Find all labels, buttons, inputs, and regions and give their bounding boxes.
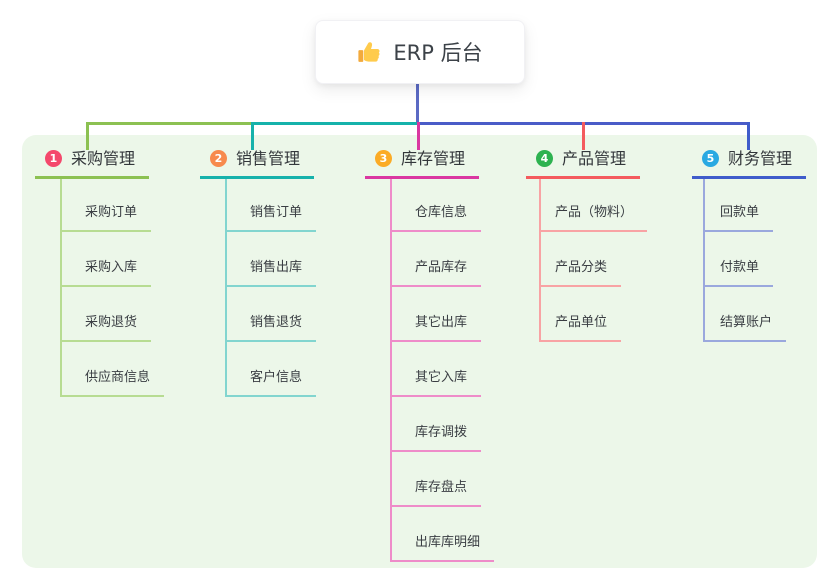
branch-label: 财务管理 xyxy=(728,149,793,168)
leaf-node[interactable]: 产品分类 xyxy=(539,254,622,287)
branch-node-xiaoshou[interactable]: 2 销售管理 xyxy=(200,148,315,179)
drop-line-branch-4 xyxy=(582,122,585,150)
branch-spine-line xyxy=(390,179,392,562)
branch-node-caiwu[interactable]: 5 财务管理 xyxy=(692,148,807,179)
branch-number-badge: 5 xyxy=(702,150,719,167)
branch-number-badge: 4 xyxy=(536,150,553,167)
branch-spine-line xyxy=(225,179,227,397)
leaf-node[interactable]: 产品库存 xyxy=(390,254,482,287)
leaf-node[interactable]: 库存盘点 xyxy=(390,474,482,507)
leaf-node[interactable]: 其它入库 xyxy=(390,364,482,397)
branch-spine-line xyxy=(703,179,705,342)
branch-number-badge: 3 xyxy=(375,150,392,167)
drop-line-branch-1 xyxy=(86,122,89,150)
leaf-node[interactable]: 销售订单 xyxy=(225,199,317,232)
leaf-node[interactable]: 产品（物料） xyxy=(539,199,648,232)
branch-node-chanpin[interactable]: 4 产品管理 xyxy=(526,148,641,179)
leaf-node[interactable]: 回款单 xyxy=(703,199,774,232)
thumbs-up-icon xyxy=(357,40,382,65)
root-stem-line xyxy=(416,81,419,125)
root-node-label: ERP 后台 xyxy=(393,41,483,65)
leaf-node[interactable]: 客户信息 xyxy=(225,364,317,397)
leaf-node[interactable]: 仓库信息 xyxy=(390,199,482,232)
bus-line-left xyxy=(86,122,253,125)
branch-label: 采购管理 xyxy=(71,149,136,168)
branch-number-badge: 1 xyxy=(45,150,62,167)
bus-line-mid xyxy=(253,122,419,125)
leaf-node[interactable]: 采购入库 xyxy=(60,254,152,287)
mindmap-canvas-panel xyxy=(22,135,817,568)
leaf-node[interactable]: 库存调拨 xyxy=(390,419,482,452)
root-node-erp[interactable]: ERP 后台 xyxy=(315,20,525,84)
leaf-node[interactable]: 出库库明细 xyxy=(390,529,495,562)
branch-node-kucun[interactable]: 3 库存管理 xyxy=(365,148,480,179)
leaf-node[interactable]: 产品单位 xyxy=(539,309,622,342)
branch-label: 产品管理 xyxy=(562,149,627,168)
leaf-node[interactable]: 销售出库 xyxy=(225,254,317,287)
leaf-node[interactable]: 采购退货 xyxy=(60,309,152,342)
branch-node-caigou[interactable]: 1 采购管理 xyxy=(35,148,150,179)
drop-line-branch-5 xyxy=(747,122,750,150)
branch-label: 销售管理 xyxy=(236,149,301,168)
leaf-node[interactable]: 采购订单 xyxy=(60,199,152,232)
leaf-node[interactable]: 供应商信息 xyxy=(60,364,165,397)
drop-line-branch-2 xyxy=(251,122,254,150)
leaf-node[interactable]: 其它出库 xyxy=(390,309,482,342)
leaf-node[interactable]: 结算账户 xyxy=(703,309,787,342)
branch-spine-line xyxy=(60,179,62,397)
branch-label: 库存管理 xyxy=(401,149,466,168)
drop-line-branch-3 xyxy=(417,122,420,150)
leaf-node[interactable]: 销售退货 xyxy=(225,309,317,342)
branch-number-badge: 2 xyxy=(210,150,227,167)
branch-spine-line xyxy=(539,179,541,342)
leaf-node[interactable]: 付款单 xyxy=(703,254,774,287)
